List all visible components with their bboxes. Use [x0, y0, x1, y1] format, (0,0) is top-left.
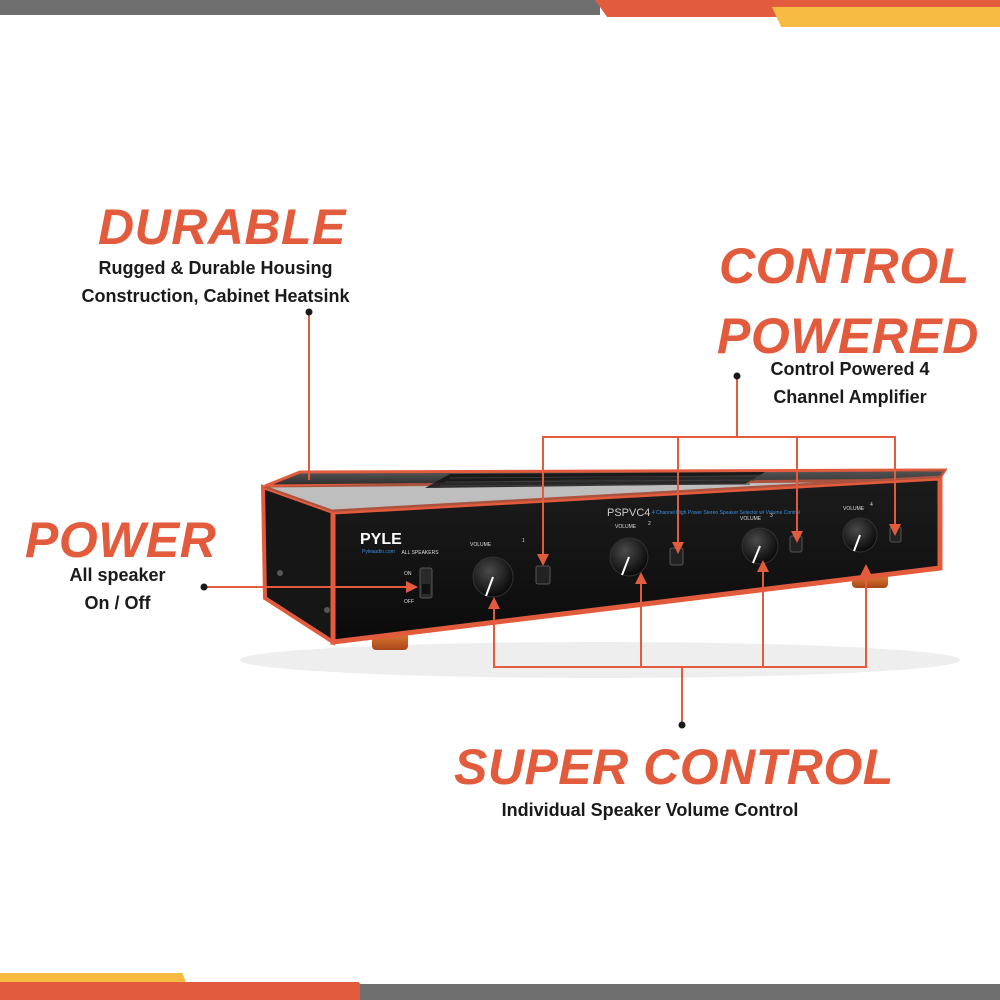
housing-side [260, 484, 335, 646]
volume-label-3: VOLUME [740, 516, 762, 522]
durable-description: Rugged & Durable Housing Construction, C… [68, 255, 363, 311]
product-shadow [240, 642, 960, 678]
super-control-description: Individual Speaker Volume Control [485, 797, 815, 825]
channel-number-3: 3 [770, 513, 773, 519]
power-description: All speaker On / Off [55, 562, 180, 618]
off-label: OFF [404, 599, 414, 605]
super-control-headline: SUPER CONTROL [454, 739, 894, 795]
control-powered-headline-line-1: CONTROL [719, 238, 970, 294]
on-label: ON [404, 571, 412, 577]
channel-number-1: 1 [522, 538, 525, 544]
top-gold-stripe [772, 7, 1000, 27]
channel-number-2: 2 [648, 521, 651, 527]
volume-label-4: VOLUME [843, 506, 865, 512]
speaker-button-2 [669, 547, 684, 566]
super-control-line-1: Individual Speaker Volume Control [501, 800, 799, 820]
model-description: 4 Channel High Power Stereo Speaker Sele… [652, 510, 800, 516]
volume-label-1: VOLUME [470, 542, 492, 548]
bottom-gray-stripe [360, 984, 1000, 1000]
durable-line-2: Construction, Cabinet Heatsink [81, 285, 350, 306]
volume-label-2: VOLUME [615, 524, 637, 530]
model-number: PSPVC4 [607, 507, 650, 519]
channel-number-4: 4 [870, 502, 873, 508]
control-powered-headline-line-2: POWERED [717, 308, 979, 364]
brand-logo: PYLE [360, 531, 402, 548]
all-speakers-label: ALL SPEAKERS [401, 550, 439, 556]
power-line-2: On / Off [84, 592, 151, 613]
power-line-1: All speaker [69, 565, 166, 585]
speaker-button-1 [535, 565, 551, 585]
speaker-button-3 [789, 535, 803, 553]
control-powered-line-1: Control Powered 4 [770, 359, 930, 379]
brand-website: Pyleaudio.com [362, 549, 395, 555]
speaker-button-4 [889, 526, 902, 543]
durable-headline: DURABLE [98, 199, 346, 255]
durable-line-1: Rugged & Durable Housing [98, 258, 333, 278]
control-powered-line-2: Channel Amplifier [773, 386, 927, 407]
control-powered-description: Control Powered 4 Channel Amplifier [755, 356, 945, 412]
top-gray-stripe [0, 0, 600, 15]
bottom-orange-stripe [0, 982, 370, 1000]
power-headline: POWER [25, 512, 217, 568]
